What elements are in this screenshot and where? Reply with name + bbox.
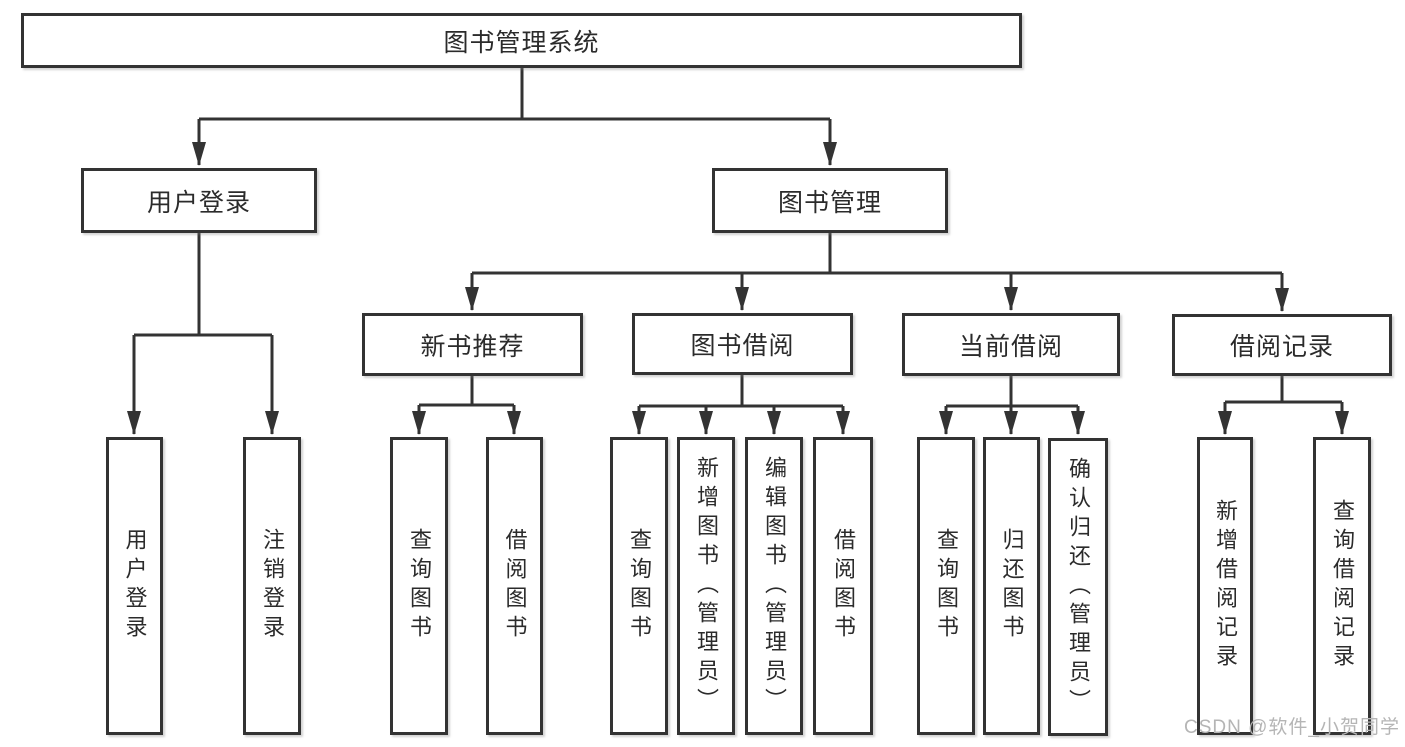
leaf-add-borrow-record-label: 新增借阅记录 (1213, 499, 1238, 673)
leaf-borrow-books-b-label: 借阅图书 (831, 528, 856, 644)
watermark: CSDN @软件_小贺同学 (1184, 717, 1400, 738)
node-root: 图书管理系统 (21, 13, 1022, 68)
leaf-query-borrow-record: 查询借阅记录 (1313, 437, 1371, 735)
leaf-add-books-label: 新增图书（管理员） (694, 455, 719, 717)
leaf-query-books-b: 查询图书 (610, 437, 668, 735)
new-book-branch-line (419, 376, 514, 407)
node-new-book: 新书推荐 (362, 313, 583, 376)
leaf-user-login-label: 用户登录 (122, 528, 148, 644)
book-mgmt-branch-line (472, 233, 1282, 275)
node-book-borrow: 图书借阅 (632, 313, 853, 375)
leaf-logout-label: 注销登录 (260, 528, 285, 644)
leaf-logout: 注销登录 (243, 437, 301, 735)
node-book-mgmt: 图书管理 (712, 168, 948, 233)
leaf-add-borrow-record: 新增借阅记录 (1197, 437, 1253, 735)
leaf-query-books-a-label: 查询图书 (407, 528, 432, 644)
leaf-borrow-books-a-label: 借阅图书 (502, 528, 528, 644)
user-login-branch-line (134, 233, 272, 337)
leaf-add-books: 新增图书（管理员） (677, 437, 735, 735)
leaf-edit-books: 编辑图书（管理员） (745, 437, 803, 735)
node-user-login-label: 用户登录 (146, 188, 251, 217)
node-book-borrow-label: 图书借阅 (690, 332, 795, 360)
leaf-query-books-c: 查询图书 (917, 437, 975, 735)
node-root-label: 图书管理系统 (443, 28, 600, 57)
node-borrow-record-label: 借阅记录 (1229, 333, 1334, 361)
node-user-login: 用户登录 (81, 168, 317, 233)
leaf-borrow-books-b: 借阅图书 (813, 437, 873, 735)
node-current-borrow-label: 当前借阅 (958, 332, 1063, 361)
leaf-confirm-return-label: 确认归还（管理员） (1066, 456, 1091, 718)
leaf-query-borrow-record-label: 查询借阅记录 (1330, 499, 1355, 673)
current-borrow-branch-line (946, 376, 1078, 408)
leaf-confirm-return: 确认归还（管理员） (1048, 438, 1108, 736)
leaf-borrow-books-a: 借阅图书 (486, 437, 543, 735)
node-current-borrow: 当前借阅 (902, 313, 1120, 376)
leaf-edit-books-label: 编辑图书（管理员） (762, 455, 787, 717)
leaf-query-books-a: 查询图书 (390, 437, 448, 735)
leaf-query-books-b-label: 查询图书 (627, 528, 652, 644)
leaf-user-login: 用户登录 (106, 437, 163, 735)
node-new-book-label: 新书推荐 (420, 332, 525, 361)
borrow-record-branch-line (1225, 376, 1342, 404)
leaf-return-books: 归还图书 (983, 437, 1040, 735)
leaf-query-books-c-label: 查询图书 (934, 528, 959, 644)
root-branch-line (199, 68, 830, 121)
book-borrow-branch-line (639, 375, 843, 408)
node-book-mgmt-label: 图书管理 (777, 188, 882, 217)
leaf-return-books-label: 归还图书 (999, 528, 1025, 644)
node-borrow-record: 借阅记录 (1172, 314, 1392, 376)
